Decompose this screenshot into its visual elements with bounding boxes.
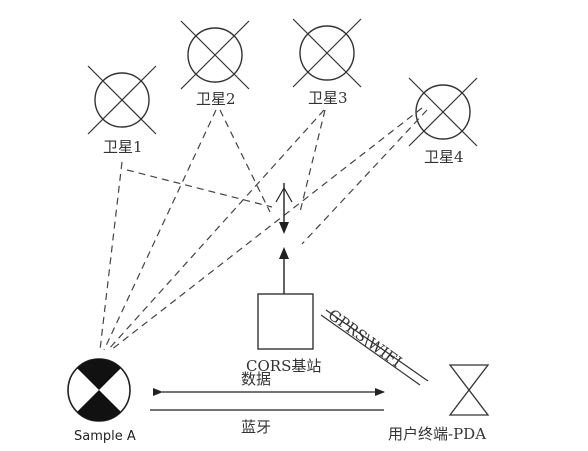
gprs-wifi-label: GPRS\WIFI	[325, 306, 406, 371]
cors-base-station-label: CORS基站	[246, 357, 321, 375]
data-link-label: 数据	[241, 370, 271, 388]
satellite-2-icon	[180, 20, 250, 90]
user-terminal-pda-icon	[448, 364, 490, 416]
satellite-3-icon	[292, 18, 362, 88]
satellite-2-label: 卫星2	[196, 90, 236, 108]
satellite-4-icon	[408, 77, 478, 147]
cors-base-station-box	[257, 293, 314, 350]
satellite-3-label: 卫星3	[308, 89, 348, 107]
signal-lines-to-sample	[99, 107, 423, 351]
antenna-icon	[275, 183, 293, 234]
sample-a-label: Sample A	[74, 429, 136, 444]
user-terminal-pda-label: 用户终端-PDA	[388, 425, 486, 443]
base-station-uplink	[279, 247, 289, 294]
gprs-wifi-link	[320, 309, 429, 386]
sample-a-icon	[67, 358, 131, 422]
satellite-1-icon	[87, 65, 157, 135]
satellite-1-label: 卫星1	[103, 138, 143, 156]
bluetooth-label: 蓝牙	[241, 418, 271, 436]
signal-lines-to-antenna	[126, 109, 428, 245]
satellite-4-label: 卫星4	[424, 148, 464, 166]
